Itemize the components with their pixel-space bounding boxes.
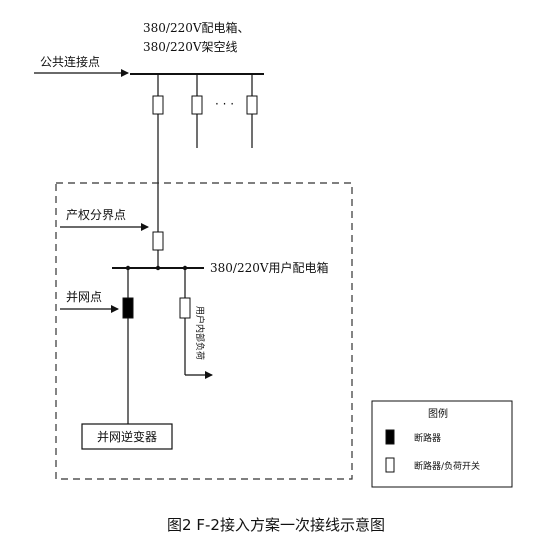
grid-point-label: 并网点 bbox=[66, 290, 102, 304]
figure-caption: 图2 F-2接入方案一次接线示意图 bbox=[167, 516, 385, 534]
load-breaker-open bbox=[179, 297, 191, 319]
internal-load-label: 用户内部负荷 bbox=[194, 306, 206, 360]
user-boundary bbox=[55, 182, 353, 480]
pcc-label: 公共连接点 bbox=[40, 54, 100, 69]
inverter-label: 并网逆变器 bbox=[97, 429, 157, 444]
top-bus-label-line1: 380/220V配电箱、 bbox=[143, 20, 250, 35]
legend-breaker-load-switch-label: 断路器/负荷开关 bbox=[414, 460, 480, 472]
legend-open-icon bbox=[385, 457, 395, 473]
legend-title: 图例 bbox=[428, 407, 448, 420]
property-boundary-label: 产权分界点 bbox=[66, 208, 126, 222]
top-breaker-1 bbox=[152, 95, 164, 115]
grid-breaker-solid bbox=[122, 297, 134, 319]
legend-breaker-label: 断路器 bbox=[414, 432, 441, 444]
top-breaker-3 bbox=[246, 95, 258, 115]
user-box-label: 380/220V用户配电箱 bbox=[210, 260, 329, 275]
bus-node-center bbox=[155, 265, 161, 271]
top-bus-label-line2: 380/220V架空线 bbox=[143, 40, 238, 54]
legend-solid-icon bbox=[385, 429, 395, 445]
boundary-breaker bbox=[152, 231, 164, 251]
top-breaker-2 bbox=[191, 95, 203, 115]
legend-box bbox=[371, 400, 513, 488]
more-feeders-dots: · · · bbox=[215, 97, 234, 111]
inverter-box bbox=[81, 423, 173, 450]
